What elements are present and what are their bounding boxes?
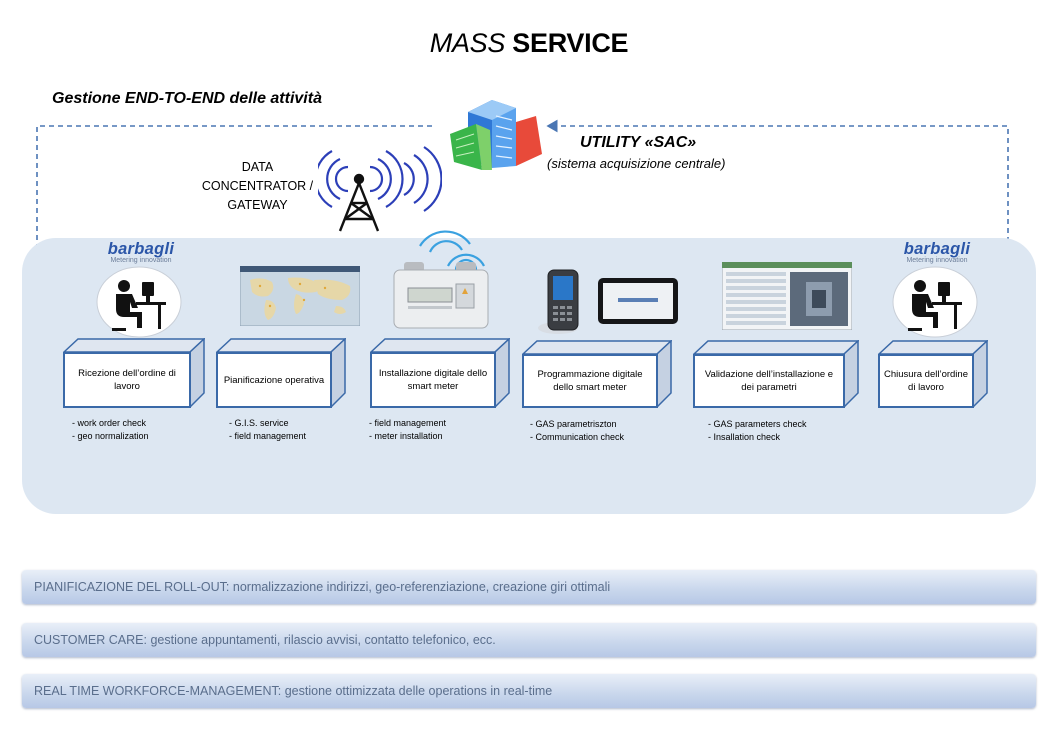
bullet-item: - Insallation check: [708, 432, 781, 442]
utility-subtitle: (sistema acquisizione centrale): [547, 156, 726, 171]
bullet-item: - field management: [369, 418, 447, 428]
bullet-item: - meter installation: [369, 431, 443, 441]
step-3-bullets: - field management - meter installation: [369, 417, 446, 443]
customer-care-bar: CUSTOMER CARE: gestione appuntamenti, ri…: [22, 623, 1036, 657]
title-part-1: MASS: [429, 28, 506, 58]
bullet-item: - GAS parameters check: [708, 419, 807, 429]
workforce-management-bar: REAL TIME WORKFORCE-MANAGEMENT: gestione…: [22, 674, 1036, 708]
step-2-bullets: - G.I.S. service - field management: [229, 417, 306, 443]
step-box-6: Chiusura dell’ordine di lavoro: [878, 340, 988, 408]
logo-tagline: Metering innovation: [110, 257, 172, 264]
antenna-tower-icon: [318, 146, 442, 232]
step-4-bullets: - GAS parametriszton - Communication che…: [530, 418, 624, 444]
bullet-item: - GAS parametriszton: [530, 419, 617, 429]
logo-tagline: Metering innovation: [906, 257, 968, 264]
handheld-device-image: [538, 269, 678, 334]
step-box-4: Programmazione digitale dello smart mete…: [522, 340, 672, 408]
bullet-item: - field management: [229, 431, 307, 441]
step-5-bullets: - GAS parameters check - Insallation che…: [708, 418, 807, 444]
utility-title: UTILITY «SAC»: [580, 134, 697, 151]
data-concentrator-label: DATA CONCENTRATOR / GATEWAY: [190, 158, 325, 215]
dc-line-2: CONCENTRATOR /: [201, 179, 314, 193]
rollout-planning-bar: PIANIFICAZIONE DEL ROLL-OUT: normalizzaz…: [22, 570, 1036, 604]
step-box-5: Validazione dell’installazione e dei par…: [693, 340, 859, 408]
step-box-3: Installazione digitale dello smart meter: [370, 338, 510, 408]
step-label: Programmazione digitale dello smart mete…: [522, 354, 658, 408]
barbagli-logo-left: barbagli Metering innovation: [82, 240, 200, 264]
bullet-item: - G.I.S. service: [229, 418, 289, 428]
step-box-1: Ricezione dell’ordine di lavoro: [63, 338, 205, 408]
subtitle: Gestione END-TO-END delle attività: [52, 90, 322, 107]
dc-line-1: DATA: [241, 160, 274, 174]
validation-software-image: [722, 262, 852, 330]
step-label: Ricezione dell’ordine di lavoro: [63, 352, 191, 408]
person-at-desk-icon: [892, 266, 978, 338]
barbagli-logo-right: barbagli Metering innovation: [878, 240, 996, 264]
bullet-item: - work order check: [72, 418, 147, 428]
step-label: Chiusura dell’ordine di lavoro: [878, 354, 974, 408]
logo-word: barbagli: [903, 240, 971, 258]
person-at-desk-icon: [96, 266, 182, 338]
step-1-bullets: - work order check - geo normalization: [72, 417, 149, 443]
building-icon: [450, 100, 542, 170]
page-title: MASS SERVICE: [0, 28, 1058, 59]
bullet-item: - Communication check: [530, 432, 625, 442]
bullet-item: - geo normalization: [72, 431, 149, 441]
step-label: Validazione dell’installazione e dei par…: [693, 354, 845, 408]
step-label: Installazione digitale dello smart meter: [370, 352, 496, 408]
step-box-2: Pianificazione operativa: [216, 338, 346, 408]
logo-word: barbagli: [107, 240, 175, 258]
gis-map-image: [240, 266, 360, 326]
title-part-2: SERVICE: [512, 28, 629, 58]
step-label: Pianificazione operativa: [216, 352, 332, 408]
smart-meter-image: [393, 230, 489, 329]
dc-line-3: GATEWAY: [227, 198, 288, 212]
